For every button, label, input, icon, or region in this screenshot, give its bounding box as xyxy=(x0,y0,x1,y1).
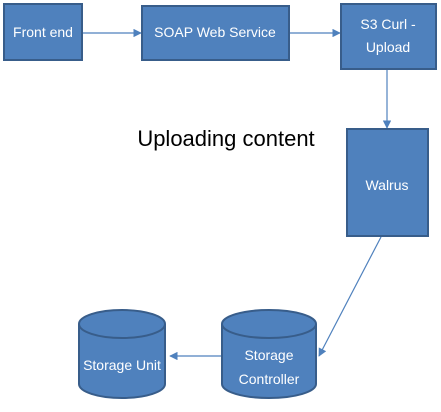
node-storage-unit: Storage Unit xyxy=(78,309,166,399)
storage-unit-label: Storage Unit xyxy=(83,357,161,373)
edge-walrus-to-controller xyxy=(318,236,382,357)
node-walrus: Walrus xyxy=(346,128,429,237)
node-s3-curl-upload: S3 Curl - Upload xyxy=(340,3,437,70)
front-end-label: Front end xyxy=(13,24,73,40)
node-soap-web-service: SOAP Web Service xyxy=(141,5,290,61)
storage-controller-label-line1: Storage xyxy=(244,347,293,363)
walrus-label: Walrus xyxy=(365,177,408,193)
s3-curl-upload-label-line2: Upload xyxy=(366,39,410,55)
node-storage-controller: Storage Controller xyxy=(221,309,317,399)
diagram-caption: Uploading content xyxy=(137,126,314,151)
s3-curl-upload-label-line1: S3 Curl - xyxy=(360,16,416,32)
node-front-end: Front end xyxy=(3,3,83,61)
soap-web-service-label: SOAP Web Service xyxy=(154,24,276,40)
storage-controller-label-line2: Controller xyxy=(239,371,300,387)
